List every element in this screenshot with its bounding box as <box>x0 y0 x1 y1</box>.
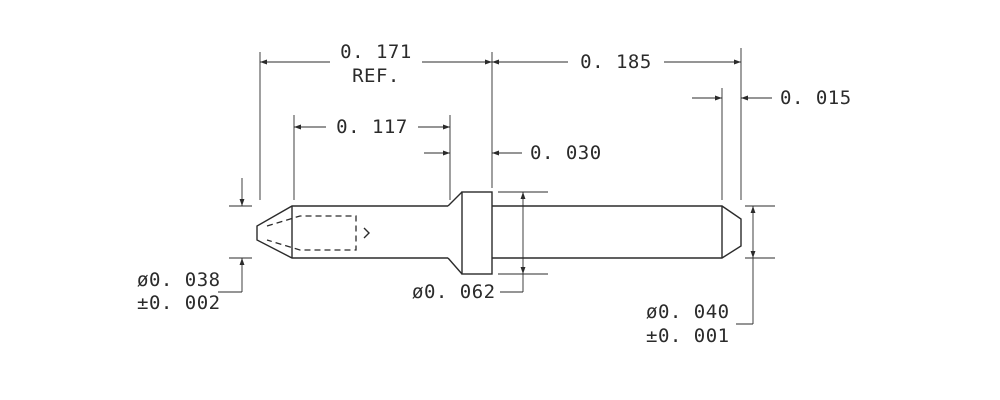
dim-label-ref-note: REF. <box>352 65 400 87</box>
dim-label-front-length: 0. 117 <box>336 116 408 138</box>
dim-label-tail-diameter-tol: ±0. 001 <box>646 325 730 347</box>
bore-end-mark <box>363 227 370 239</box>
dim-label-collar-diameter: ø0. 062 <box>412 281 496 303</box>
front-section <box>256 205 448 259</box>
dim-label-front-diameter-tol: ±0. 002 <box>137 292 221 314</box>
dim-label-front-diameter: ø0. 038 <box>137 269 221 291</box>
tail-shaft <box>492 205 742 259</box>
dimension-lines <box>218 59 772 325</box>
collar <box>461 191 493 275</box>
dim-label-tail-length: 0. 185 <box>580 51 652 73</box>
hidden-bore <box>266 215 357 251</box>
dim-label-tail-diameter: ø0. 040 <box>646 301 730 323</box>
dimension-labels: 0. 171 REF. 0. 185 0. 015 0. 117 0. 030 … <box>137 41 852 347</box>
pin-outline <box>256 191 742 275</box>
dim-label-tip-chamfer: 0. 015 <box>780 87 852 109</box>
dim-label-collar-width: 0. 030 <box>530 142 602 164</box>
dim-label-length-ref: 0. 171 <box>340 41 412 63</box>
collar-taper <box>447 191 463 275</box>
extension-lines <box>229 48 775 275</box>
